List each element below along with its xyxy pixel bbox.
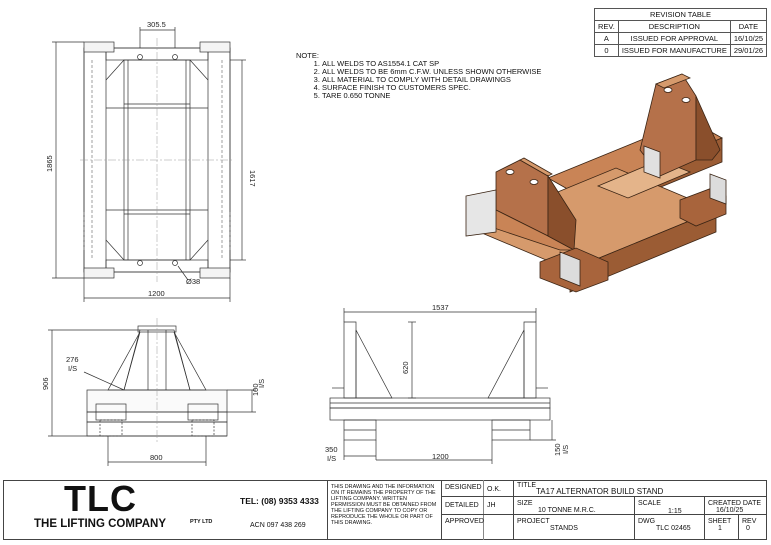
drawing-views: 305.5 1865 1617 1200 Ø38 906 276 I/S 100… — [41, 20, 727, 466]
isometric-view — [465, 73, 727, 293]
company-phone: TEL: (08) 9353 4333 — [240, 496, 319, 506]
dim-hole-diameter: Ø38 — [186, 277, 200, 286]
end-view — [48, 318, 256, 466]
title-block — [3, 480, 767, 540]
copyright-notice: THIS DRAWING AND THE INFORMATION ON IT R… — [331, 484, 437, 526]
note-item: ALL WELDS TO BE 6mm C.F.W. UNLESS SHOWN … — [322, 68, 541, 76]
dim-end-step: 100 — [251, 383, 260, 396]
company-acn: ACN 097 438 269 — [250, 522, 306, 529]
designed-label: DESIGNED — [445, 484, 482, 491]
dim-overall-length: 1865 — [45, 155, 54, 172]
created-value: 16/10/25 — [716, 507, 744, 514]
scale-label: SCALE — [638, 500, 661, 507]
dim-end-top-ref: I/S — [68, 364, 77, 373]
size-value: 10 TONNE M.R.C. — [538, 507, 596, 514]
note-item: TARE 0.650 TONNE — [322, 92, 541, 100]
dim-end-base: 800 — [150, 453, 163, 462]
sheet-value: 1 — [718, 525, 722, 532]
dim-side-height: 620 — [401, 361, 410, 374]
divider — [704, 497, 705, 540]
dim-end-top: 276 — [66, 355, 79, 364]
detailed-label: DETAILED — [445, 502, 479, 509]
divider — [442, 496, 767, 497]
notes-block: NOTE: ALL WELDS TO AS1554.1 CAT SP ALL W… — [296, 52, 541, 100]
scale-value: 1:15 — [668, 508, 682, 515]
project-value: STANDS — [550, 525, 578, 532]
rev-label: REV — [742, 518, 757, 525]
plan-view — [52, 27, 246, 302]
divider — [442, 514, 767, 515]
note-item: ALL MATERIAL TO COMPLY WITH DETAIL DRAWI… — [322, 76, 541, 84]
rev-value: 0 — [746, 525, 750, 532]
revision-date: 29/01/26 — [729, 44, 768, 57]
size-label: SIZE — [517, 500, 533, 507]
designed-value: O.K. — [487, 486, 502, 493]
revision-row: 0 ISSUED FOR MANUFACTURE 29/01/26 — [594, 44, 768, 57]
divider — [634, 497, 635, 540]
detailed-value: JH — [487, 502, 496, 509]
side-view — [329, 308, 556, 464]
company-name: THE LIFTING COMPANY — [34, 518, 167, 530]
divider — [513, 480, 514, 540]
dim-top-width: 305.5 — [147, 20, 166, 29]
divider — [327, 480, 328, 540]
dim-end-step-ref: I/S — [257, 379, 266, 388]
divider — [738, 514, 739, 540]
dwg-number: TLC 02465 — [656, 525, 691, 532]
project-label: PROJECT — [517, 518, 550, 525]
dim-side-base: 1200 — [432, 452, 449, 461]
sheet-label: SHEET — [708, 518, 732, 525]
approved-label: APPROVED — [445, 518, 484, 525]
dim-inner-length: 1617 — [248, 170, 257, 187]
dim-end-height: 906 — [41, 377, 50, 390]
dim-overall-width: 1200 — [148, 289, 165, 298]
drawing-title: TA17 ALTERNATOR BUILD STAND — [536, 487, 664, 496]
dwg-label: DWG — [638, 518, 656, 525]
dim-side-leg: 150 — [553, 443, 562, 456]
revision-rev: 0 — [594, 44, 619, 57]
note-item: ALL WELDS TO AS1554.1 CAT SP — [322, 60, 541, 68]
divider — [483, 480, 484, 540]
dim-side-length: 1537 — [432, 303, 449, 312]
company-suffix: PTY LTD — [190, 519, 213, 525]
divider — [441, 480, 442, 540]
note-item: SURFACE FINISH TO CUSTOMERS SPEC. — [322, 84, 541, 92]
created-label: CREATED DATE — [708, 500, 762, 507]
revision-table: REVISION TABLE REV. DESCRIPTION DATE A I… — [593, 8, 768, 57]
dim-side-foot-ref: I/S — [327, 454, 336, 463]
notes-title: NOTE: — [296, 51, 319, 60]
dim-side-foot: 350 — [325, 445, 338, 454]
company-logo: TLC — [64, 478, 137, 519]
dim-side-leg-ref: I/S — [561, 445, 570, 454]
title-label: TITLE — [517, 482, 537, 489]
